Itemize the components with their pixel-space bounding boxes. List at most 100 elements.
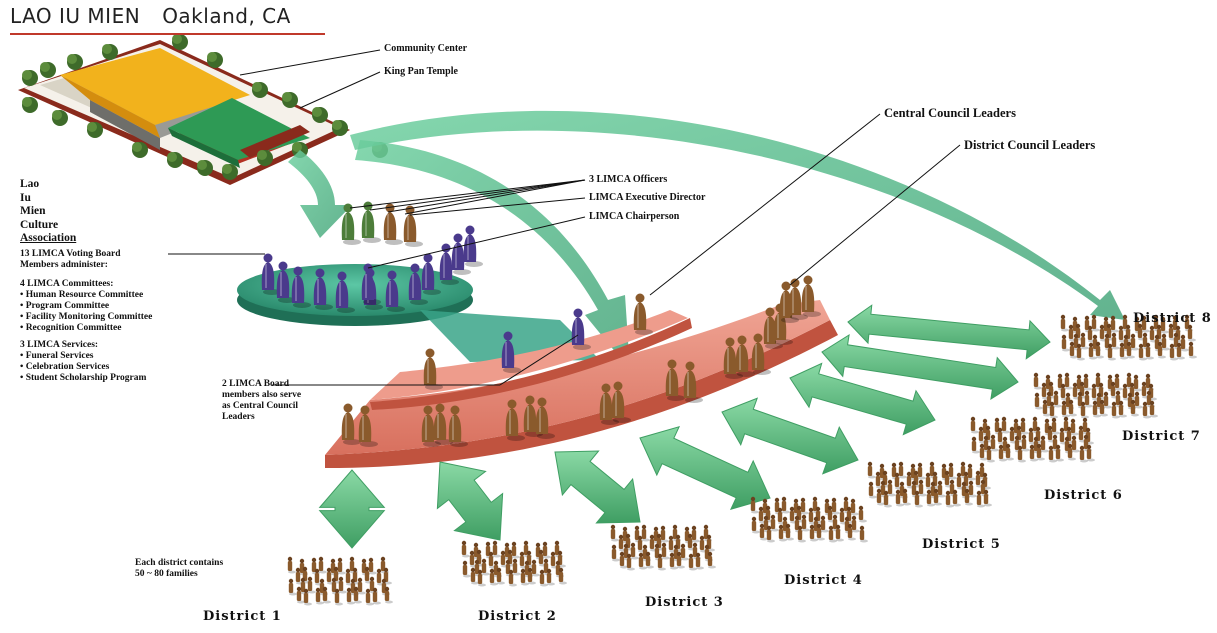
org-line-5: Association — [20, 232, 77, 244]
board-member-figure — [361, 263, 381, 305]
central-council-label: Central Council Leaders — [884, 106, 1016, 120]
tree — [67, 54, 83, 70]
tree — [87, 122, 103, 138]
flow-arrows — [288, 110, 1125, 370]
district-note: Each district contains 50 ~ 80 families — [135, 558, 224, 579]
district-leader-figure — [599, 383, 619, 425]
district-7-crowd — [1033, 372, 1158, 419]
big-arrow-to-council — [355, 140, 630, 370]
board-member-figure — [335, 271, 355, 313]
title-text: LAO IU MIEN — [10, 4, 141, 28]
district-8-crowd — [1060, 314, 1197, 361]
officers-label: 3 LIMCA Officers — [589, 174, 668, 185]
tree — [167, 152, 183, 168]
board-member-figure — [291, 266, 311, 308]
district-leader-figure — [683, 361, 703, 403]
district-council-label: District Council Leaders — [964, 138, 1096, 152]
people-figures — [261, 201, 821, 447]
district-6-crowd — [970, 416, 1095, 463]
district-leader-figure — [611, 381, 631, 423]
district-leader-figure — [433, 403, 453, 445]
committees-list: 4 LIMCA Committees: • Human Resource Com… — [20, 279, 153, 333]
tree — [40, 62, 56, 78]
community-center-roof — [60, 48, 250, 125]
board-member-figure — [276, 261, 296, 303]
district-leader-figure — [448, 405, 468, 447]
district-leader-figure — [505, 399, 525, 441]
district-crowds — [287, 314, 1197, 606]
board-member-figure — [451, 233, 471, 275]
district-7-arrow — [821, 333, 1019, 401]
org-line-4: Culture — [20, 218, 59, 231]
page-title: LAO IU MIEN Oakland, CA — [10, 4, 291, 28]
district-leader-figure — [665, 359, 685, 401]
district-5-label: District 5 — [922, 537, 1001, 552]
big-arrow-to-districts — [350, 110, 1125, 320]
district-4-crowd — [750, 496, 868, 543]
district-leader-figure — [788, 278, 808, 320]
district-2-arrow — [436, 461, 504, 541]
officer-figure — [403, 205, 423, 247]
district-7-label: District 7 — [1122, 429, 1201, 444]
board-member-figure — [408, 263, 428, 305]
temple-label: King Pan Temple — [384, 66, 458, 77]
tree — [172, 34, 188, 50]
district-leader-figure — [535, 397, 555, 439]
district-2-label: District 2 — [478, 609, 557, 624]
district-leader-figure — [341, 403, 361, 445]
district-6-arrow — [789, 362, 936, 436]
district-leader-figure — [735, 335, 755, 377]
org-line-2: Iu — [20, 191, 31, 204]
tree — [282, 92, 298, 108]
tree — [222, 164, 238, 180]
district-3-crowd — [610, 524, 716, 571]
tree — [22, 70, 38, 86]
district-3-label: District 3 — [645, 595, 724, 610]
district-4-arrow — [639, 425, 771, 511]
district-5-arrow — [721, 397, 859, 475]
tree — [132, 142, 148, 158]
title-city: Oakland, CA — [162, 4, 291, 28]
tree — [207, 52, 223, 68]
board-member-figure — [313, 268, 333, 310]
community-center-label: Community Center — [384, 43, 468, 54]
district-8-label: District 8 — [1133, 311, 1212, 326]
district-leader-figure — [723, 337, 743, 379]
central-council-platform — [370, 318, 692, 410]
district-1-label: District 1 — [203, 609, 282, 624]
district-5-crowd — [867, 461, 992, 508]
district-leader-figure — [358, 405, 378, 447]
tree — [52, 110, 68, 126]
board-member-figure — [463, 225, 483, 267]
district-leader-figure — [801, 275, 821, 317]
district-8-arrow — [847, 304, 1051, 360]
officer-figure — [341, 203, 361, 245]
officer-figure — [361, 201, 381, 243]
board-member-figure — [261, 253, 281, 295]
board-member-figure — [421, 253, 441, 295]
district-6-label: District 6 — [1044, 488, 1123, 503]
executive-director-label: LIMCA Executive Director — [589, 192, 706, 203]
services-list: 3 LIMCA Services: • Funeral Services • C… — [20, 340, 147, 383]
big-arrow-to-board — [288, 150, 352, 238]
org-line-3: Mien — [20, 205, 46, 217]
tree — [22, 97, 38, 113]
org-line-1: Lao — [20, 178, 40, 190]
chairperson-label: LIMCA Chairperson — [589, 211, 680, 222]
district-4-label: District 4 — [784, 573, 863, 588]
tree — [257, 150, 273, 166]
tree — [312, 107, 328, 123]
district-1-crowd — [287, 556, 393, 606]
district-arrows — [318, 304, 1051, 549]
tree — [102, 44, 118, 60]
district-leader-figure — [421, 405, 441, 447]
board-member-figure — [571, 308, 591, 350]
voting-board-note: 13 LIMCA Voting Board Members administer… — [20, 249, 121, 270]
temple-compound — [18, 40, 350, 185]
tree — [332, 120, 348, 136]
officer-figure — [383, 203, 403, 245]
tree-group — [22, 34, 388, 180]
district-3-arrow — [554, 450, 641, 524]
district-leader-figure — [763, 307, 783, 349]
